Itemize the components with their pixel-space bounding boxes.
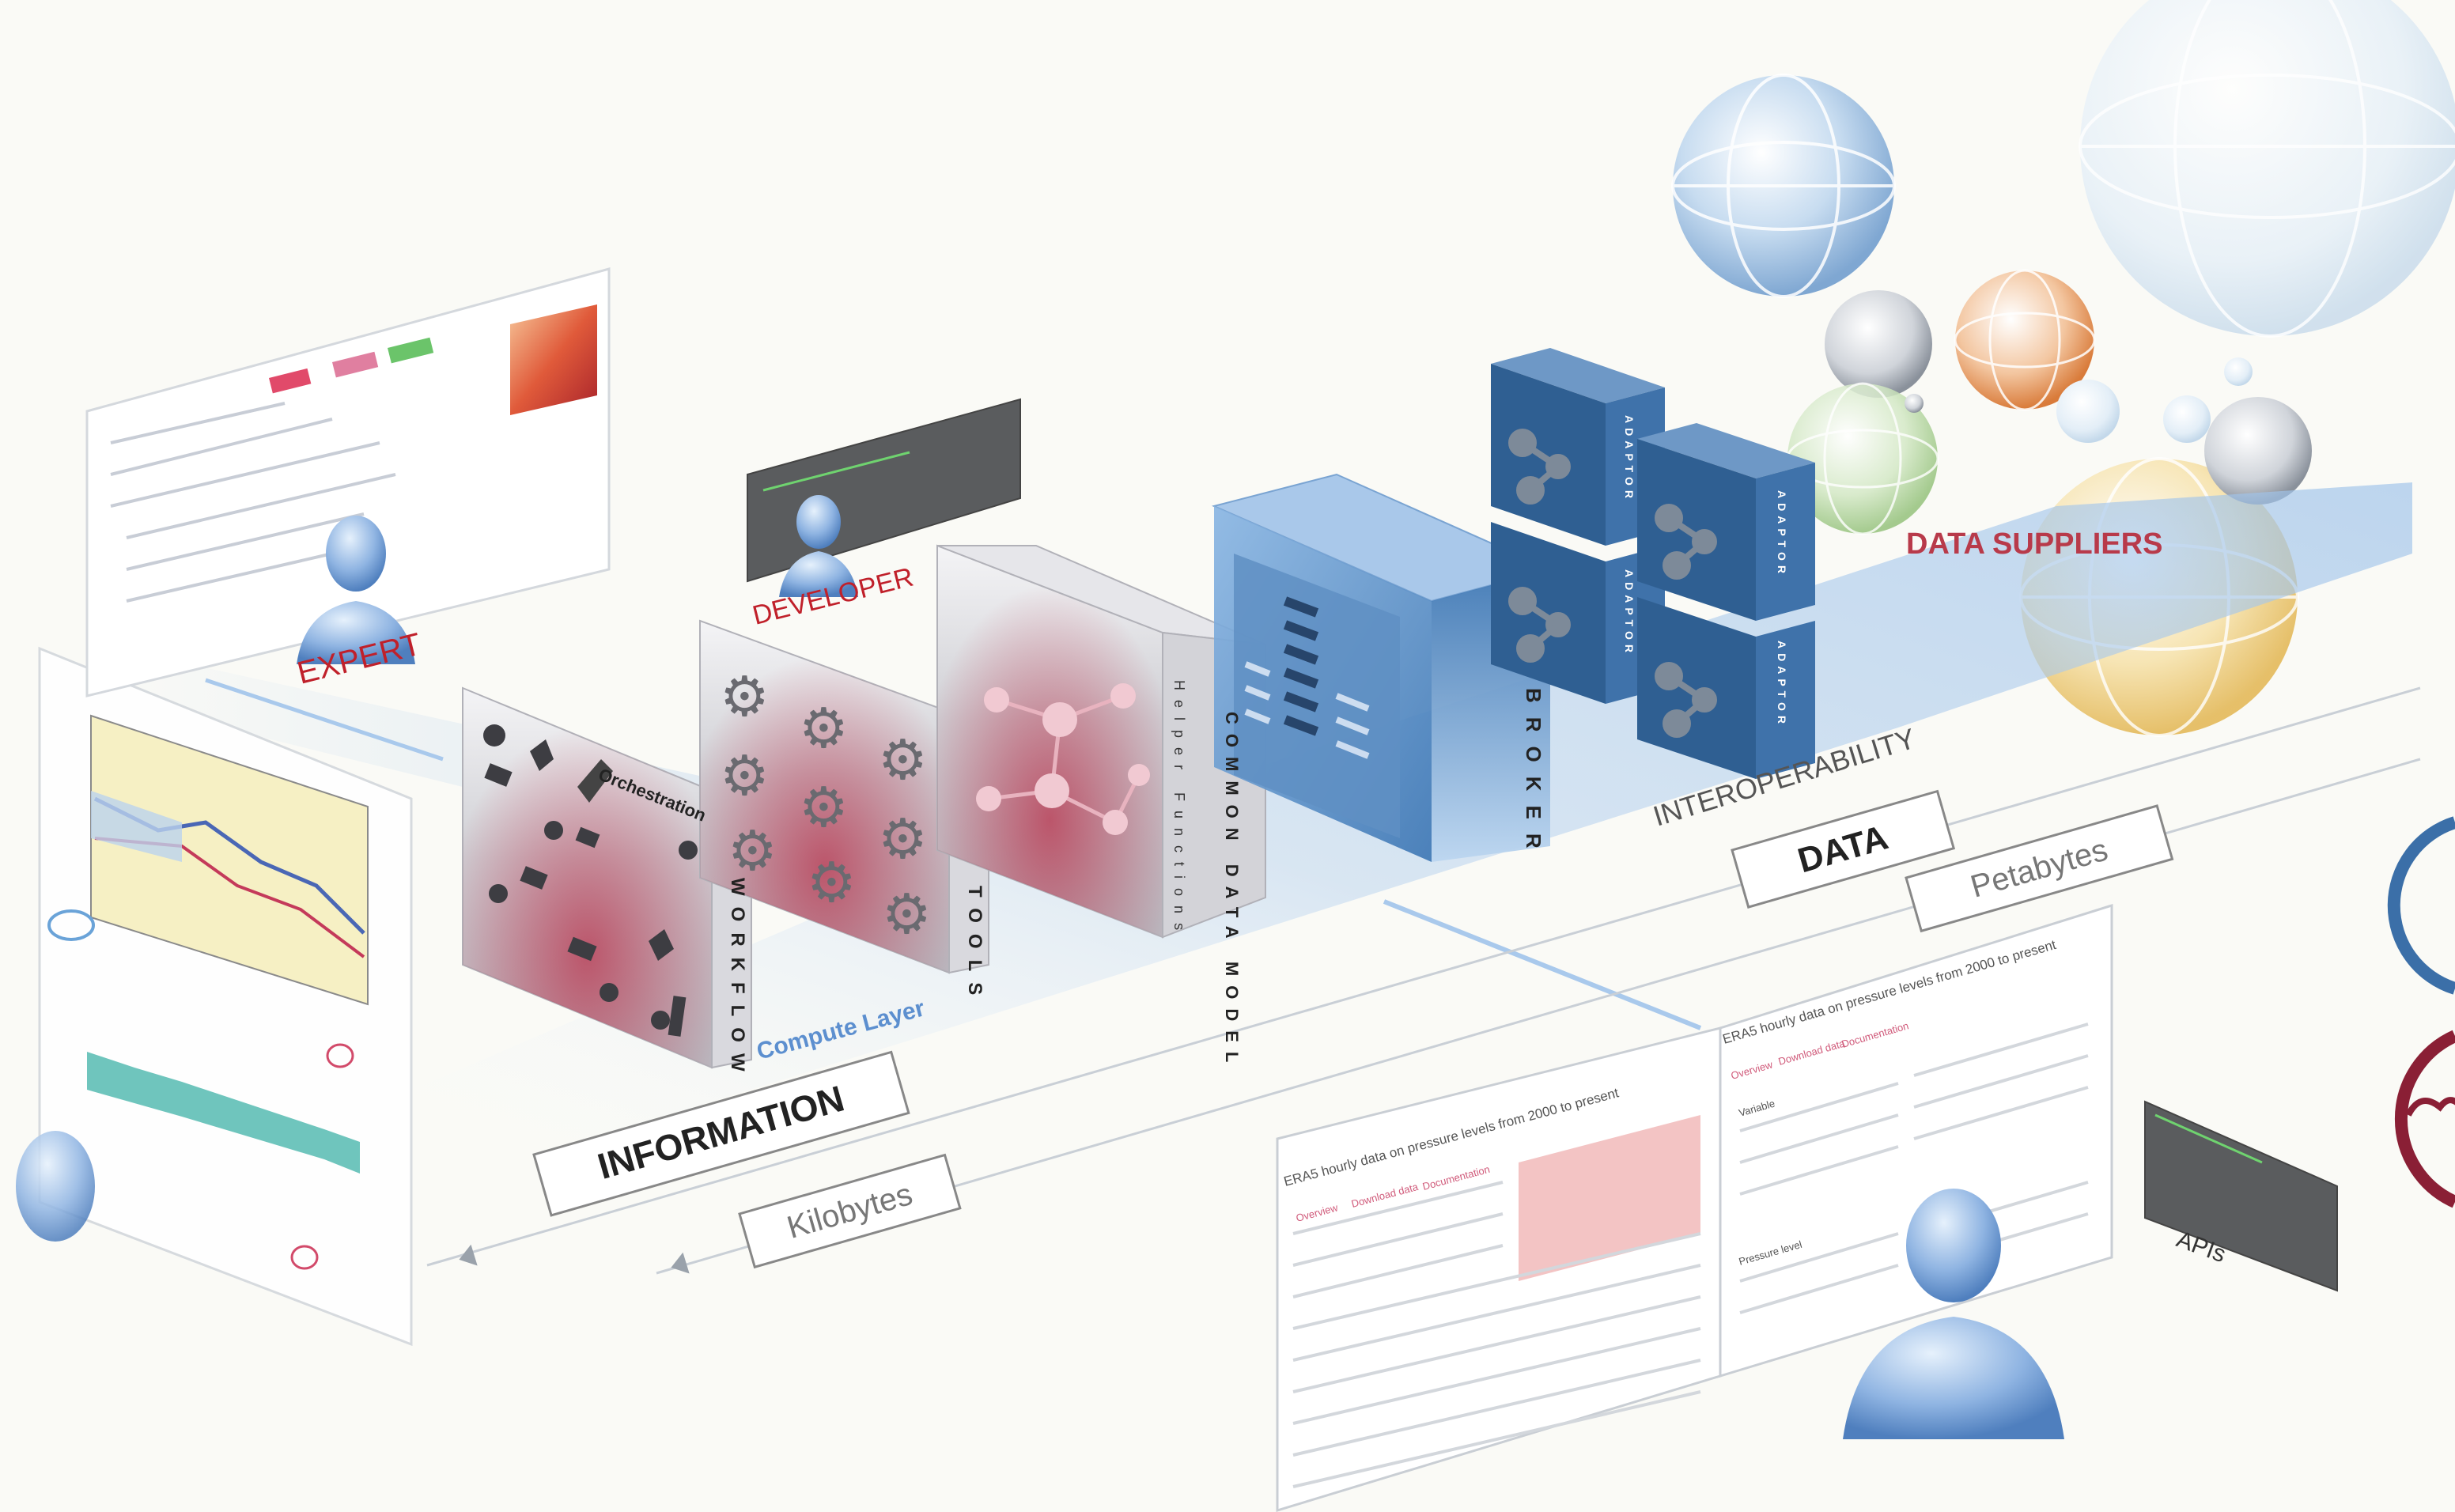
- share-icon: [1508, 429, 1571, 505]
- gear-icons: ⚙ ⚙ ⚙ ⚙ ⚙ ⚙ ⚙ ⚙ ⚙: [720, 664, 932, 947]
- svg-text:⚙: ⚙: [720, 743, 770, 808]
- adaptor-label: ADAPTOR: [1623, 415, 1636, 503]
- logo-icon: [290, 1245, 319, 1270]
- connector-line: [1383, 899, 1702, 1030]
- dataset-page-left: ERA5 hourly data on pressure levels from…: [1276, 1026, 1722, 1512]
- person-icons: [16, 495, 2064, 1439]
- helper-functions-label: Helper Functions: [1171, 680, 1187, 939]
- heatmap-thumbnail: [510, 304, 597, 415]
- share-icon: [1655, 504, 1717, 580]
- small-bubble: [1905, 394, 1924, 413]
- workflow-node-icons: [483, 724, 698, 1037]
- adaptor-cube: [1637, 423, 1815, 621]
- apis-terminal: [2144, 1100, 2338, 1292]
- adaptor-label: ADAPTOR: [1623, 569, 1636, 657]
- svg-text:⚙: ⚙: [878, 728, 928, 792]
- tools-label: TOOLS: [964, 886, 985, 1006]
- map-thumbnail: [90, 714, 369, 1006]
- logo-icon: [47, 909, 95, 941]
- broker-block: [1211, 473, 1553, 862]
- viewer-person-icon: [16, 1131, 95, 1242]
- svg-text:⚙: ⚙: [807, 850, 857, 915]
- share-icon: [1655, 662, 1717, 738]
- dataset-page-right: ERA5 hourly data on pressure levels from…: [1719, 903, 2113, 1378]
- partner-logos: [2387, 816, 2455, 1208]
- pencil-icon: [577, 759, 613, 803]
- connector-line: [205, 678, 444, 762]
- cloud-icon: [2405, 1097, 2455, 1117]
- logo-blue-arc-icon: [2387, 816, 2455, 995]
- large-globe-bubble: [2080, 0, 2455, 336]
- arrow-left-icon: [459, 1244, 478, 1266]
- expert-person-icon: [297, 516, 415, 664]
- kilobytes-box: Kilobytes: [738, 1153, 962, 1269]
- svg-text:⚙: ⚙: [720, 664, 770, 729]
- adaptor-cubes: [1491, 348, 1815, 779]
- small-bubble: [2163, 395, 2211, 443]
- adaptor-label: ADAPTOR: [1776, 641, 1788, 728]
- adaptor-cube: [1637, 597, 1815, 779]
- common-data-model-label: COMMON DATA MODEL: [1222, 712, 1242, 1072]
- logo-icon: [326, 1043, 354, 1068]
- adaptor-label: ADAPTOR: [1776, 490, 1788, 578]
- grey-bubble: [1825, 290, 1932, 398]
- small-bubble: [2224, 357, 2253, 386]
- svg-text:⚙: ⚙: [878, 807, 928, 871]
- world-map-thumbnail: [1519, 1115, 1700, 1281]
- workflow-block: [462, 686, 752, 1069]
- svg-text:⚙: ⚙: [882, 882, 932, 947]
- broker-label: BROKER: [1522, 688, 1545, 863]
- svg-text:⚙: ⚙: [728, 818, 777, 883]
- green-globe-bubble: [1787, 384, 1938, 534]
- dark-grey-bubble: [2204, 397, 2312, 505]
- svg-text:⚙: ⚙: [799, 775, 849, 840]
- arrow-left-icon: [671, 1252, 690, 1274]
- report-panel-left: [38, 646, 413, 1347]
- orange-globe-bubble: [1955, 270, 2094, 410]
- server-slot-icons: [1283, 596, 1319, 736]
- share-icon: [1508, 587, 1571, 663]
- expert-notebook-screen: [85, 267, 611, 697]
- workflow-label: WORKFLOW: [727, 878, 748, 1083]
- small-bubble: [2056, 380, 2120, 443]
- scale-axis-line: [426, 686, 2421, 1267]
- timeline-chart: [87, 1052, 360, 1174]
- data-box: DATA: [1731, 789, 1956, 909]
- logo-red-arc-icon: [2394, 1030, 2455, 1208]
- svg-text:⚙: ⚙: [799, 696, 849, 761]
- user-person-icon: [1843, 1189, 2064, 1439]
- server-panel: [1234, 554, 1400, 838]
- data-suppliers-label: DATA SUPPLIERS: [1906, 527, 2162, 561]
- developer-person-icon: [779, 495, 858, 597]
- tools-block: ⚙ ⚙ ⚙ ⚙ ⚙ ⚙ ⚙ ⚙ ⚙: [699, 619, 989, 974]
